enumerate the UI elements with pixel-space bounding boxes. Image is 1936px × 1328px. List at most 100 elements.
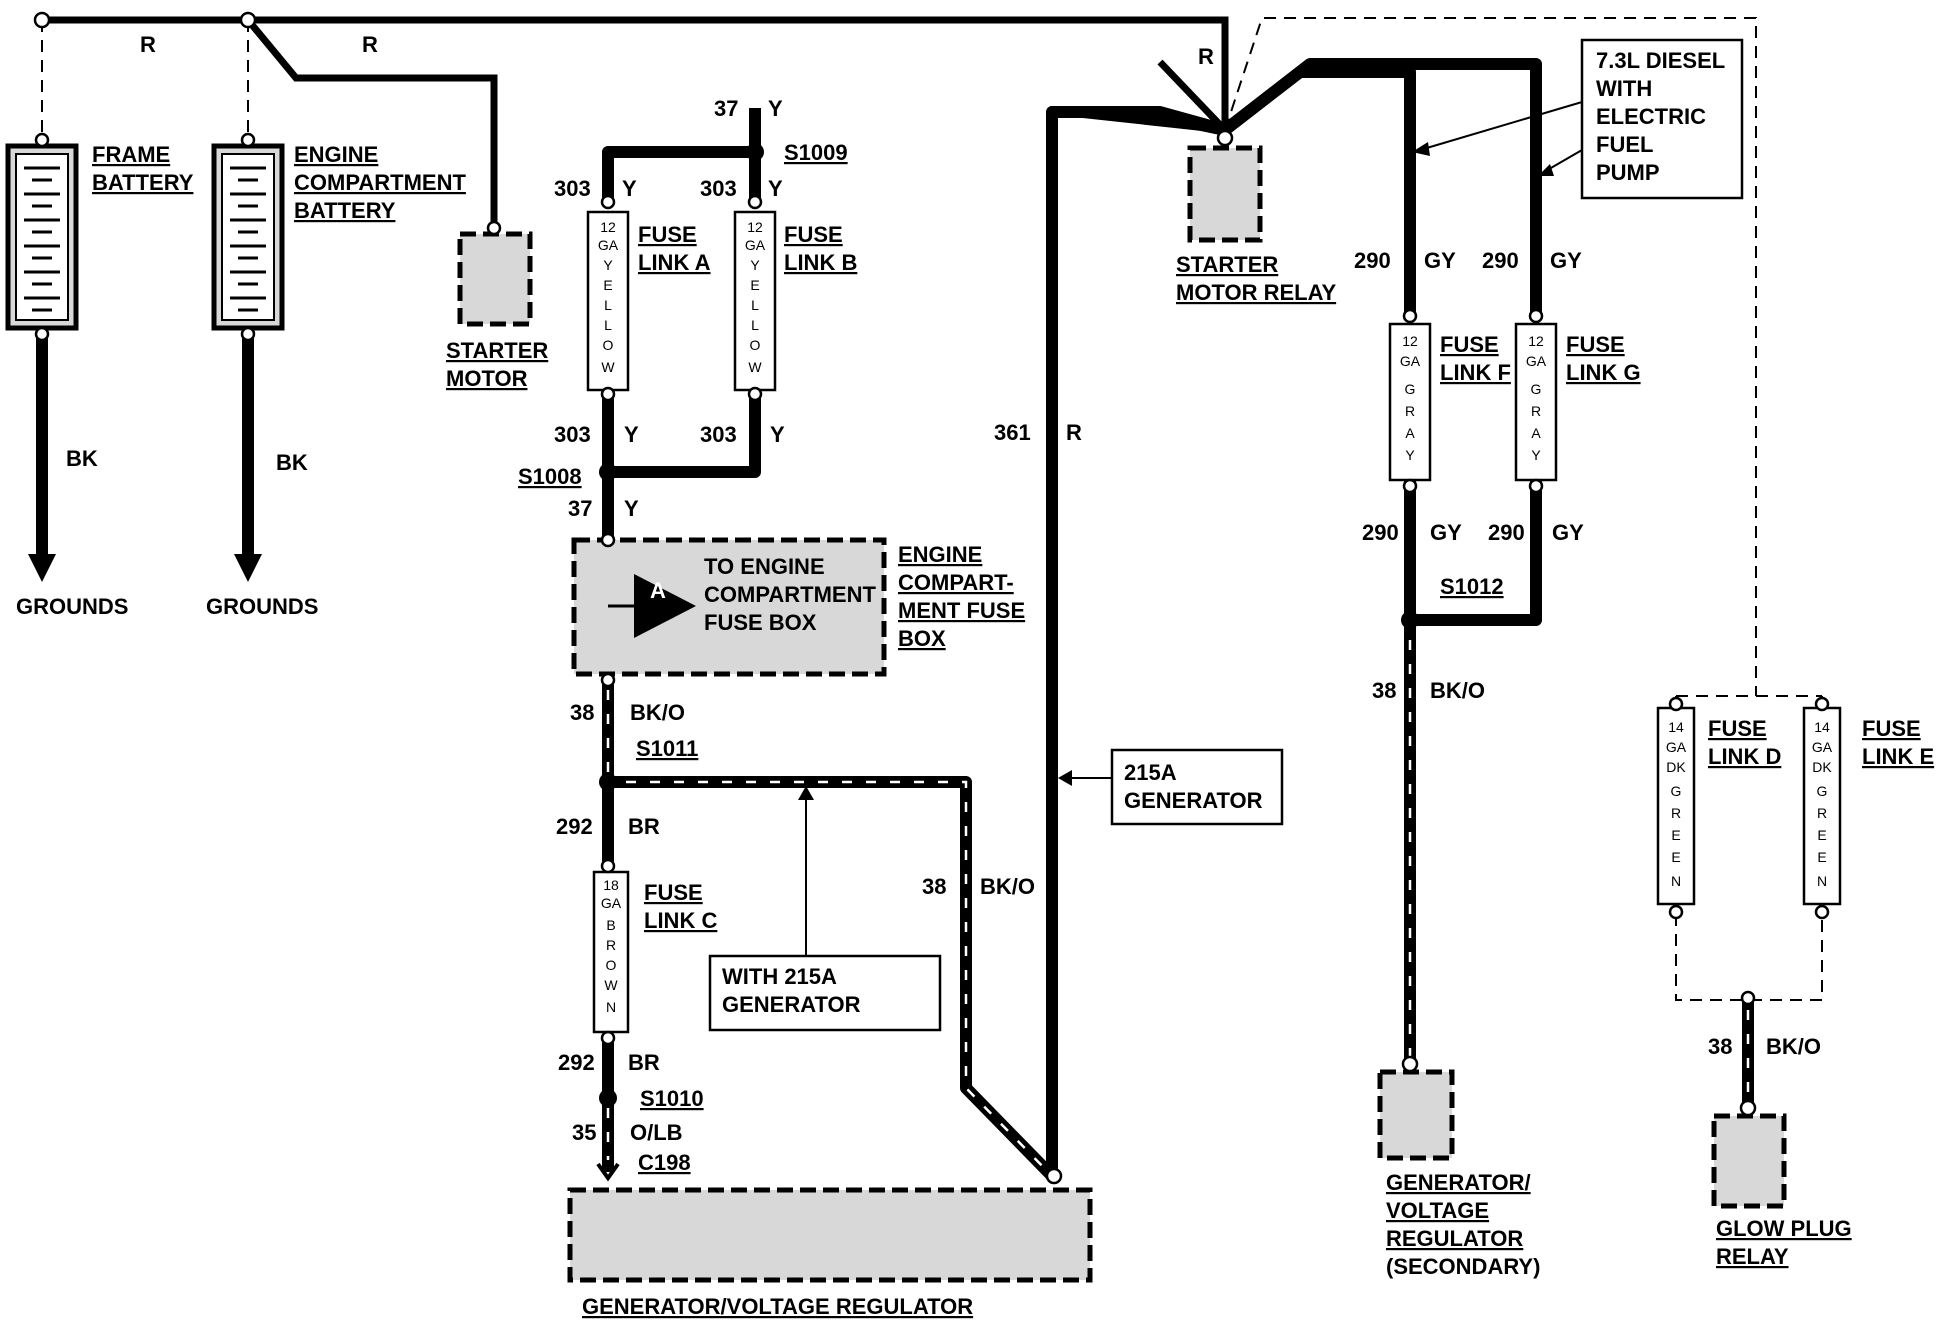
svg-text:DK: DK <box>1812 759 1832 775</box>
wire-y-mid: Y <box>624 496 639 521</box>
s1011-label: S1011 <box>636 736 698 761</box>
wire-y-top: Y <box>768 96 783 121</box>
svg-text:Y: Y <box>1531 447 1541 463</box>
wire-bko-left: BK/O <box>630 700 685 725</box>
svg-text:Y: Y <box>750 257 760 273</box>
gen215-line-2: GENERATOR <box>1124 788 1263 813</box>
circuit-292-bottom: 292 <box>558 1050 595 1075</box>
circuit-35: 35 <box>572 1120 596 1145</box>
fuse-box-title-4: BOX <box>898 626 946 651</box>
svg-text:Y: Y <box>1405 447 1415 463</box>
circuit-38-mid: 38 <box>922 874 946 899</box>
svg-text:14: 14 <box>1668 719 1684 735</box>
svg-text:GA: GA <box>1812 739 1833 755</box>
wire-br-bottom: BR <box>628 1050 660 1075</box>
starter-motor-label-2: MOTOR <box>446 366 528 391</box>
svg-text:E: E <box>1817 849 1826 865</box>
svg-text:L: L <box>751 317 759 333</box>
wire-br-top: BR <box>628 814 660 839</box>
fuse-a-text: 12 GA Y E L L O W <box>598 219 619 375</box>
splice-s1008 <box>599 463 617 481</box>
svg-text:18: 18 <box>603 877 619 893</box>
circuit-303-a-top: 303 <box>554 176 591 201</box>
engine-battery-label-2: COMPARTMENT <box>294 170 466 195</box>
junction-right <box>239 11 257 29</box>
svg-text:W: W <box>748 359 762 375</box>
fuse-box-title-2: COMPART- <box>898 570 1014 595</box>
fuse-c-label-1: FUSE <box>644 880 703 905</box>
diesel-line-5: PUMP <box>1596 160 1660 185</box>
starter-relay-label-2: MOTOR RELAY <box>1176 280 1336 305</box>
svg-text:N: N <box>1671 873 1681 889</box>
splice-s1012 <box>1401 611 1419 629</box>
svg-text:L: L <box>604 297 612 313</box>
fuse-g-text: 12 GA G R A Y <box>1526 333 1547 463</box>
svg-text:O: O <box>750 337 761 353</box>
circuit-38-left: 38 <box>570 700 594 725</box>
circuit-38-glow: 38 <box>1708 1034 1732 1059</box>
fuse-d-label-1: FUSE <box>1708 716 1767 741</box>
svg-text:DK: DK <box>1666 759 1686 775</box>
svg-text:Y: Y <box>603 257 613 273</box>
svg-text:N: N <box>606 999 616 1015</box>
fuse-c-label-2: LINK C <box>644 908 717 933</box>
wire-gy-g-bottom: GY <box>1552 520 1584 545</box>
gen-secondary-4: (SECONDARY) <box>1386 1254 1540 1279</box>
frame-battery-label-2: BATTERY <box>92 170 194 195</box>
wire-r-361: R <box>1066 420 1082 445</box>
wire-y-b-top: Y <box>768 176 783 201</box>
with-215a-generator-callout-box <box>708 954 942 1032</box>
svg-text:12: 12 <box>600 219 616 235</box>
svg-text:12: 12 <box>1402 333 1418 349</box>
fuse-link-g <box>1514 308 1558 494</box>
fuse-b-text: 12 GA Y E L L O W <box>745 219 766 375</box>
circuit-292-top: 292 <box>556 814 593 839</box>
wire-y-a-top: Y <box>622 176 637 201</box>
circuit-290-f-top: 290 <box>1354 248 1391 273</box>
svg-text:E: E <box>1671 827 1680 843</box>
fuse-e-label-2: LINK E <box>1862 744 1934 769</box>
fuse-link-f <box>1388 308 1432 494</box>
wire-label-r-3: R <box>1198 44 1214 69</box>
svg-text:GA: GA <box>598 237 619 253</box>
svg-text:12: 12 <box>747 219 763 235</box>
starter-motor <box>457 231 533 327</box>
fuse-box-connector-a: A <box>650 578 666 603</box>
svg-text:G: G <box>1405 381 1416 397</box>
grounds-label-1: GROUNDS <box>16 594 128 619</box>
fuse-g-label-1: FUSE <box>1566 332 1625 357</box>
fuse-b-label-2: LINK B <box>784 250 857 275</box>
fuse-a-label-1: FUSE <box>638 222 697 247</box>
svg-text:GA: GA <box>1666 739 1687 755</box>
fuse-link-b <box>733 194 777 402</box>
circuit-38-right: 38 <box>1372 678 1396 703</box>
gen215-line-1: 215A <box>1124 760 1177 785</box>
svg-text:GA: GA <box>1526 353 1547 369</box>
circuit-290-g-bottom: 290 <box>1488 520 1525 545</box>
fuse-link-e <box>1802 696 1842 920</box>
fuse-f-label-1: FUSE <box>1440 332 1499 357</box>
svg-text:GA: GA <box>1400 353 1421 369</box>
generator-voltage-regulator <box>567 1187 1093 1283</box>
gen-secondary-3: REGULATOR <box>1386 1226 1523 1251</box>
circuit-303-a-bottom: 303 <box>554 422 591 447</box>
frame-battery-label-1: FRAME <box>92 142 170 167</box>
s1008-label: S1008 <box>518 464 582 489</box>
svg-text:L: L <box>604 317 612 333</box>
svg-text:E: E <box>1671 849 1680 865</box>
fuse-g-label-2: LINK G <box>1566 360 1641 385</box>
fuse-box-inner-3: FUSE BOX <box>704 610 817 635</box>
with-215a-line-1: WITH 215A <box>722 964 837 989</box>
glow-plug-relay <box>1711 1113 1787 1209</box>
svg-text:E: E <box>603 277 612 293</box>
diesel-line-3: ELECTRIC <box>1596 104 1706 129</box>
ground-arrow-engine <box>234 554 262 582</box>
fuse-box-title-1: ENGINE <box>898 542 982 567</box>
svg-text:W: W <box>601 359 615 375</box>
fuse-f-label-2: LINK F <box>1440 360 1511 385</box>
svg-text:L: L <box>751 297 759 313</box>
grounds-label-2: GROUNDS <box>206 594 318 619</box>
circuit-37-top: 37 <box>714 96 738 121</box>
s1009-label: S1009 <box>784 140 848 165</box>
wire-bko-mid: BK/O <box>980 874 1035 899</box>
